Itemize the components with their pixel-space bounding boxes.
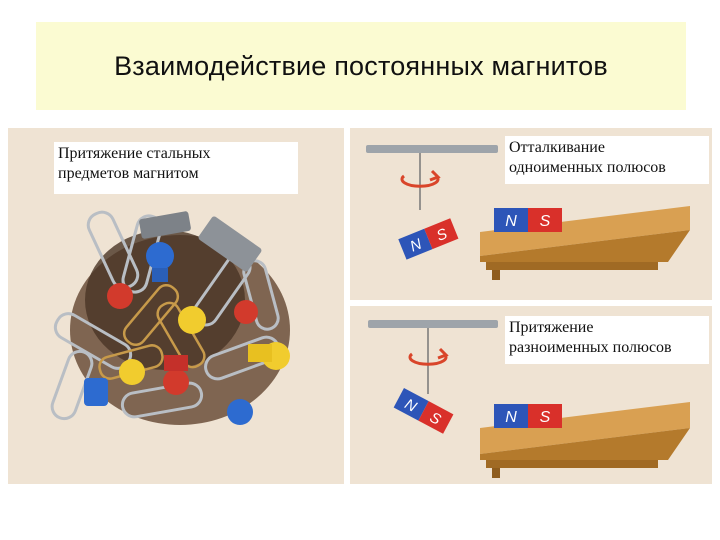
slide-title: Взаимодействие постоянных магнитов: [114, 50, 608, 81]
shelf-magnet-north: [494, 404, 528, 428]
shelf-north-label: N: [505, 213, 517, 230]
caption-opposite-poles-attraction: Притяжение разноименных полюсов: [505, 316, 709, 364]
panel-divider-vertical: [344, 128, 350, 484]
suspended-magnet: N S: [398, 218, 459, 260]
shelf-magnet-north: [494, 208, 528, 232]
caption-steel-attraction: Притяжение стальных предметов магнитом: [54, 142, 298, 194]
shelf-magnet: N S: [494, 208, 562, 232]
magnet-north-half: [393, 388, 429, 421]
hanging-rod: [368, 320, 498, 328]
magnet-south-half: [418, 401, 454, 434]
push-pins: [84, 242, 290, 425]
shelf-south-label: S: [540, 213, 551, 230]
rotation-arrow-icon: [408, 347, 449, 366]
shelf-south-label: S: [540, 409, 551, 426]
panel-divider-horizontal: [350, 300, 712, 306]
rotation-arrow-icon: [400, 169, 441, 188]
shelf-magnet-south: [528, 208, 562, 232]
hanging-rod: [366, 145, 498, 153]
wooden-shelf: [480, 206, 690, 280]
caption-like-poles-repulsion: Отталкивание одноименных полюсов: [505, 136, 709, 184]
shelf-magnet-south: [528, 404, 562, 428]
shelf-north-label: N: [505, 409, 517, 426]
magnet-north-half: [398, 228, 433, 260]
title-banner: Взаимодействие постоянных магнитов: [36, 22, 686, 110]
suspended-magnet: N S: [393, 388, 454, 434]
shelf-magnet: N S: [494, 404, 562, 428]
magnet-south-half: [424, 218, 459, 250]
wooden-shelf: [480, 402, 690, 478]
